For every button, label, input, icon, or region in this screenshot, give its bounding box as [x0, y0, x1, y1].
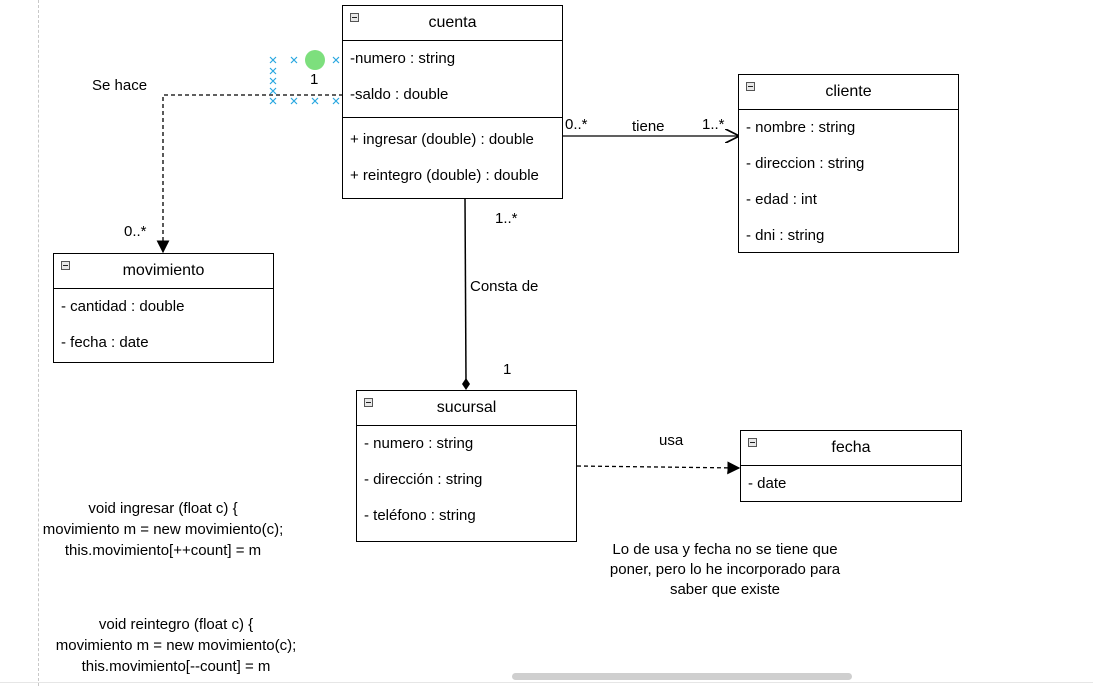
- note-usa-fecha[interactable]: Lo de usa y fecha no se tiene que poner,…: [590, 540, 860, 600]
- relation-label-tiene[interactable]: tiene: [632, 118, 665, 135]
- note-line: poner, pero lo he incorporado para: [609, 561, 841, 578]
- connection-point-x-icon: [269, 77, 277, 85]
- connection-point-x-icon: [290, 97, 298, 105]
- selection-handle[interactable]: [305, 50, 325, 70]
- attribute-row[interactable]: - dirección : string: [364, 471, 483, 488]
- composition-consta[interactable]: [464, 197, 467, 383]
- connection-point-x-icon: [269, 56, 277, 64]
- attribute-row[interactable]: - direccion : string: [746, 155, 865, 172]
- dependency-se-hace[interactable]: [156, 94, 343, 254]
- class-name: movimiento: [122, 262, 205, 279]
- class-cliente[interactable]: cliente - nombre : string - direccion : …: [738, 74, 959, 253]
- class-name: sucursal: [436, 399, 497, 416]
- note-ingresar[interactable]: void ingresar (float c) { movimiento m =…: [18, 498, 308, 561]
- multiplicity-label[interactable]: 1..*: [702, 116, 725, 133]
- section-divider: [343, 117, 562, 118]
- connection-point-x-icon: [269, 87, 277, 95]
- note-line: this.movimiento[--count] = m: [81, 658, 271, 675]
- connection-point-x-icon: [332, 56, 340, 64]
- relation-label-se-hace[interactable]: Se hace: [92, 77, 148, 94]
- class-name: fecha: [831, 439, 871, 456]
- attribute-row[interactable]: - nombre : string: [746, 119, 856, 136]
- note-line: movimiento m = new movimiento(c);: [42, 521, 284, 538]
- connection-point-x-icon: [269, 97, 277, 105]
- class-movimiento[interactable]: movimiento - cantidad : double - fecha :…: [53, 253, 274, 363]
- connection-point-x-icon: [311, 97, 319, 105]
- collapse-icon[interactable]: [746, 82, 755, 91]
- collapse-icon[interactable]: [350, 13, 359, 22]
- attribute-row[interactable]: - date: [748, 475, 787, 492]
- class-header: movimiento: [54, 254, 273, 289]
- class-header: fecha: [741, 431, 961, 466]
- multiplicity-label[interactable]: 1..*: [495, 210, 518, 227]
- attribute-row[interactable]: - fecha : date: [61, 334, 149, 351]
- class-fecha[interactable]: fecha - date: [740, 430, 962, 502]
- horizontal-scrollbar[interactable]: [512, 673, 852, 680]
- multiplicity-label[interactable]: 1: [503, 361, 512, 378]
- attribute-row[interactable]: -numero : string: [350, 50, 456, 67]
- note-reintegro[interactable]: void reintegro (float c) { movimiento m …: [31, 614, 321, 677]
- relation-label-consta[interactable]: Consta de: [470, 278, 539, 295]
- collapse-icon[interactable]: [61, 261, 70, 270]
- method-row[interactable]: + reintegro (double) : double: [350, 167, 539, 184]
- attribute-row[interactable]: - cantidad : double: [61, 298, 185, 315]
- connection-point-x-icon: [290, 56, 298, 64]
- relation-label-usa[interactable]: usa: [659, 432, 684, 449]
- collapse-icon[interactable]: [748, 438, 757, 447]
- class-sucursal[interactable]: sucursal - numero : string - dirección :…: [356, 390, 577, 542]
- connection-point-x-icon: [332, 97, 340, 105]
- note-line: void ingresar (float c) {: [88, 500, 238, 517]
- class-header: sucursal: [357, 391, 576, 426]
- multiplicity-label[interactable]: 0..*: [565, 116, 588, 133]
- note-line: Lo de usa y fecha no se tiene que: [612, 541, 838, 558]
- multiplicity-label[interactable]: 0..*: [124, 223, 147, 240]
- page-guide-line: [38, 0, 39, 686]
- page-bottom-guide: [0, 682, 1093, 683]
- dependency-usa[interactable]: [576, 461, 741, 475]
- attribute-row[interactable]: - numero : string: [364, 435, 474, 452]
- class-cuenta[interactable]: cuenta -numero : string -saldo : double …: [342, 5, 563, 199]
- note-line: void reintegro (float c) {: [98, 616, 254, 633]
- attribute-row[interactable]: - dni : string: [746, 227, 825, 244]
- class-header: cuenta: [343, 6, 562, 41]
- composition-diamond: [462, 378, 470, 390]
- note-line: this.movimiento[++count] = m: [64, 542, 262, 559]
- note-line: saber que existe: [669, 581, 781, 598]
- class-header: cliente: [739, 75, 958, 110]
- attribute-row[interactable]: - teléfono : string: [364, 507, 476, 524]
- multiplicity-label[interactable]: 1: [310, 71, 319, 88]
- class-name: cliente: [825, 83, 872, 100]
- collapse-icon[interactable]: [364, 398, 373, 407]
- attribute-row[interactable]: - edad : int: [746, 191, 817, 208]
- connection-point-x-icon: [269, 67, 277, 75]
- note-line: movimiento m = new movimiento(c);: [55, 637, 297, 654]
- attribute-row[interactable]: -saldo : double: [350, 86, 449, 103]
- method-row[interactable]: + ingresar (double) : double: [350, 131, 534, 148]
- class-name: cuenta: [428, 14, 477, 31]
